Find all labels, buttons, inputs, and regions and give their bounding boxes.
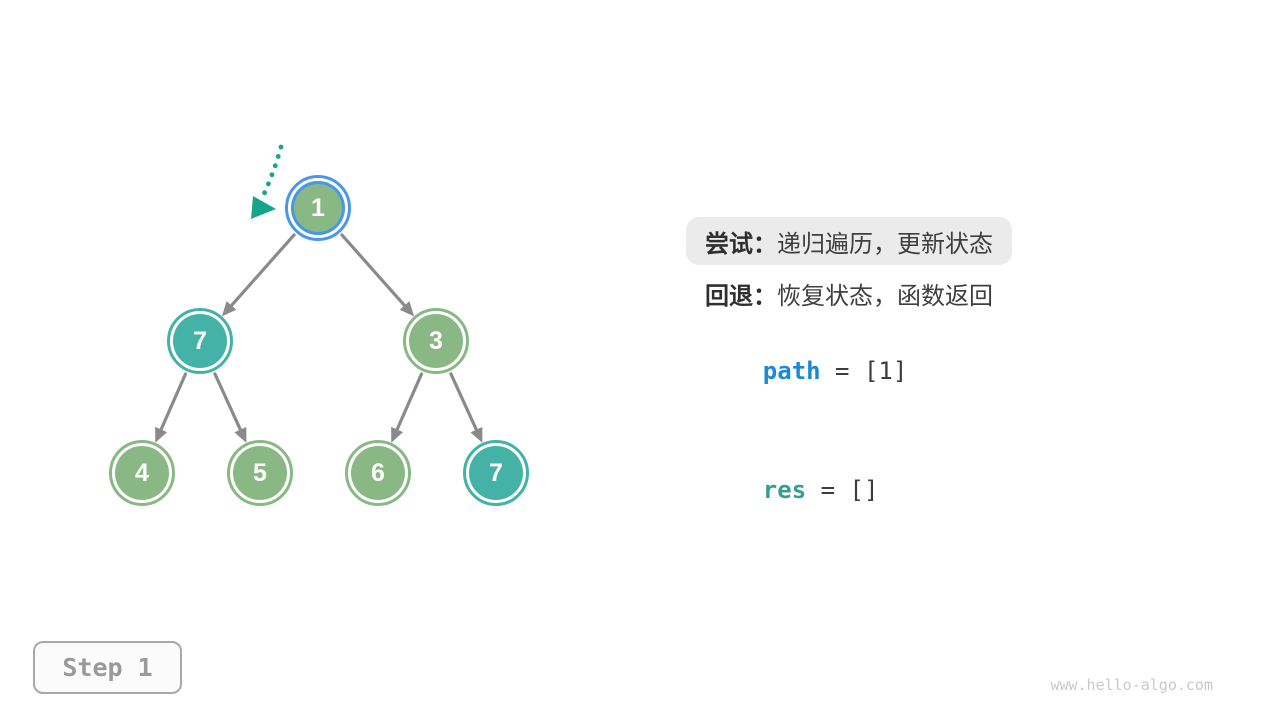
tree-node-value: 3: [409, 314, 463, 368]
try-text: 递归遍历，更新状态: [777, 230, 993, 258]
tree-node-value: 1: [291, 181, 345, 235]
tree-node-7-left: 7: [167, 308, 233, 374]
edge-1-7: [221, 233, 296, 317]
step-badge: Step 1: [33, 641, 182, 694]
tree-node-1-current: 1: [285, 175, 351, 241]
backtrack-label: 回退：: [705, 282, 777, 310]
tree-node-value: 6: [351, 446, 405, 500]
tree-node-value: 5: [233, 446, 287, 500]
path-code-line: path = [1]: [705, 329, 908, 413]
try-line: 尝试：递归遍历，更新状态: [686, 217, 1012, 265]
tree-node-6: 6: [345, 440, 411, 506]
path-value: = [1]: [820, 357, 908, 385]
tree-node-3: 3: [403, 308, 469, 374]
backtrack-line: 回退：恢复状态，函数返回: [705, 278, 993, 310]
current-pointer-arrow-icon: [251, 196, 276, 219]
edge-7-5: [213, 372, 247, 443]
tree-node-value: 7: [469, 446, 523, 500]
tree-node-value: 4: [115, 446, 169, 500]
res-value: = []: [806, 476, 879, 504]
current-pointer-arrow-dots: [261, 144, 284, 197]
res-variable: res: [762, 476, 807, 504]
try-label: 尝试：: [705, 230, 777, 258]
edge-7-4: [155, 372, 188, 443]
edge-3-6: [391, 372, 424, 443]
backtrack-text: 恢复状态，函数返回: [777, 282, 993, 310]
edge-3-7: [449, 372, 483, 443]
path-variable: path: [762, 357, 821, 385]
edge-1-3: [340, 233, 415, 317]
res-code-line: res = []: [705, 448, 879, 532]
tree-node-5: 5: [227, 440, 293, 506]
tree-node-7-right: 7: [463, 440, 529, 506]
tree-node-value: 7: [173, 314, 227, 368]
tree-node-4: 4: [109, 440, 175, 506]
watermark: www.hello-algo.com: [1050, 676, 1213, 694]
